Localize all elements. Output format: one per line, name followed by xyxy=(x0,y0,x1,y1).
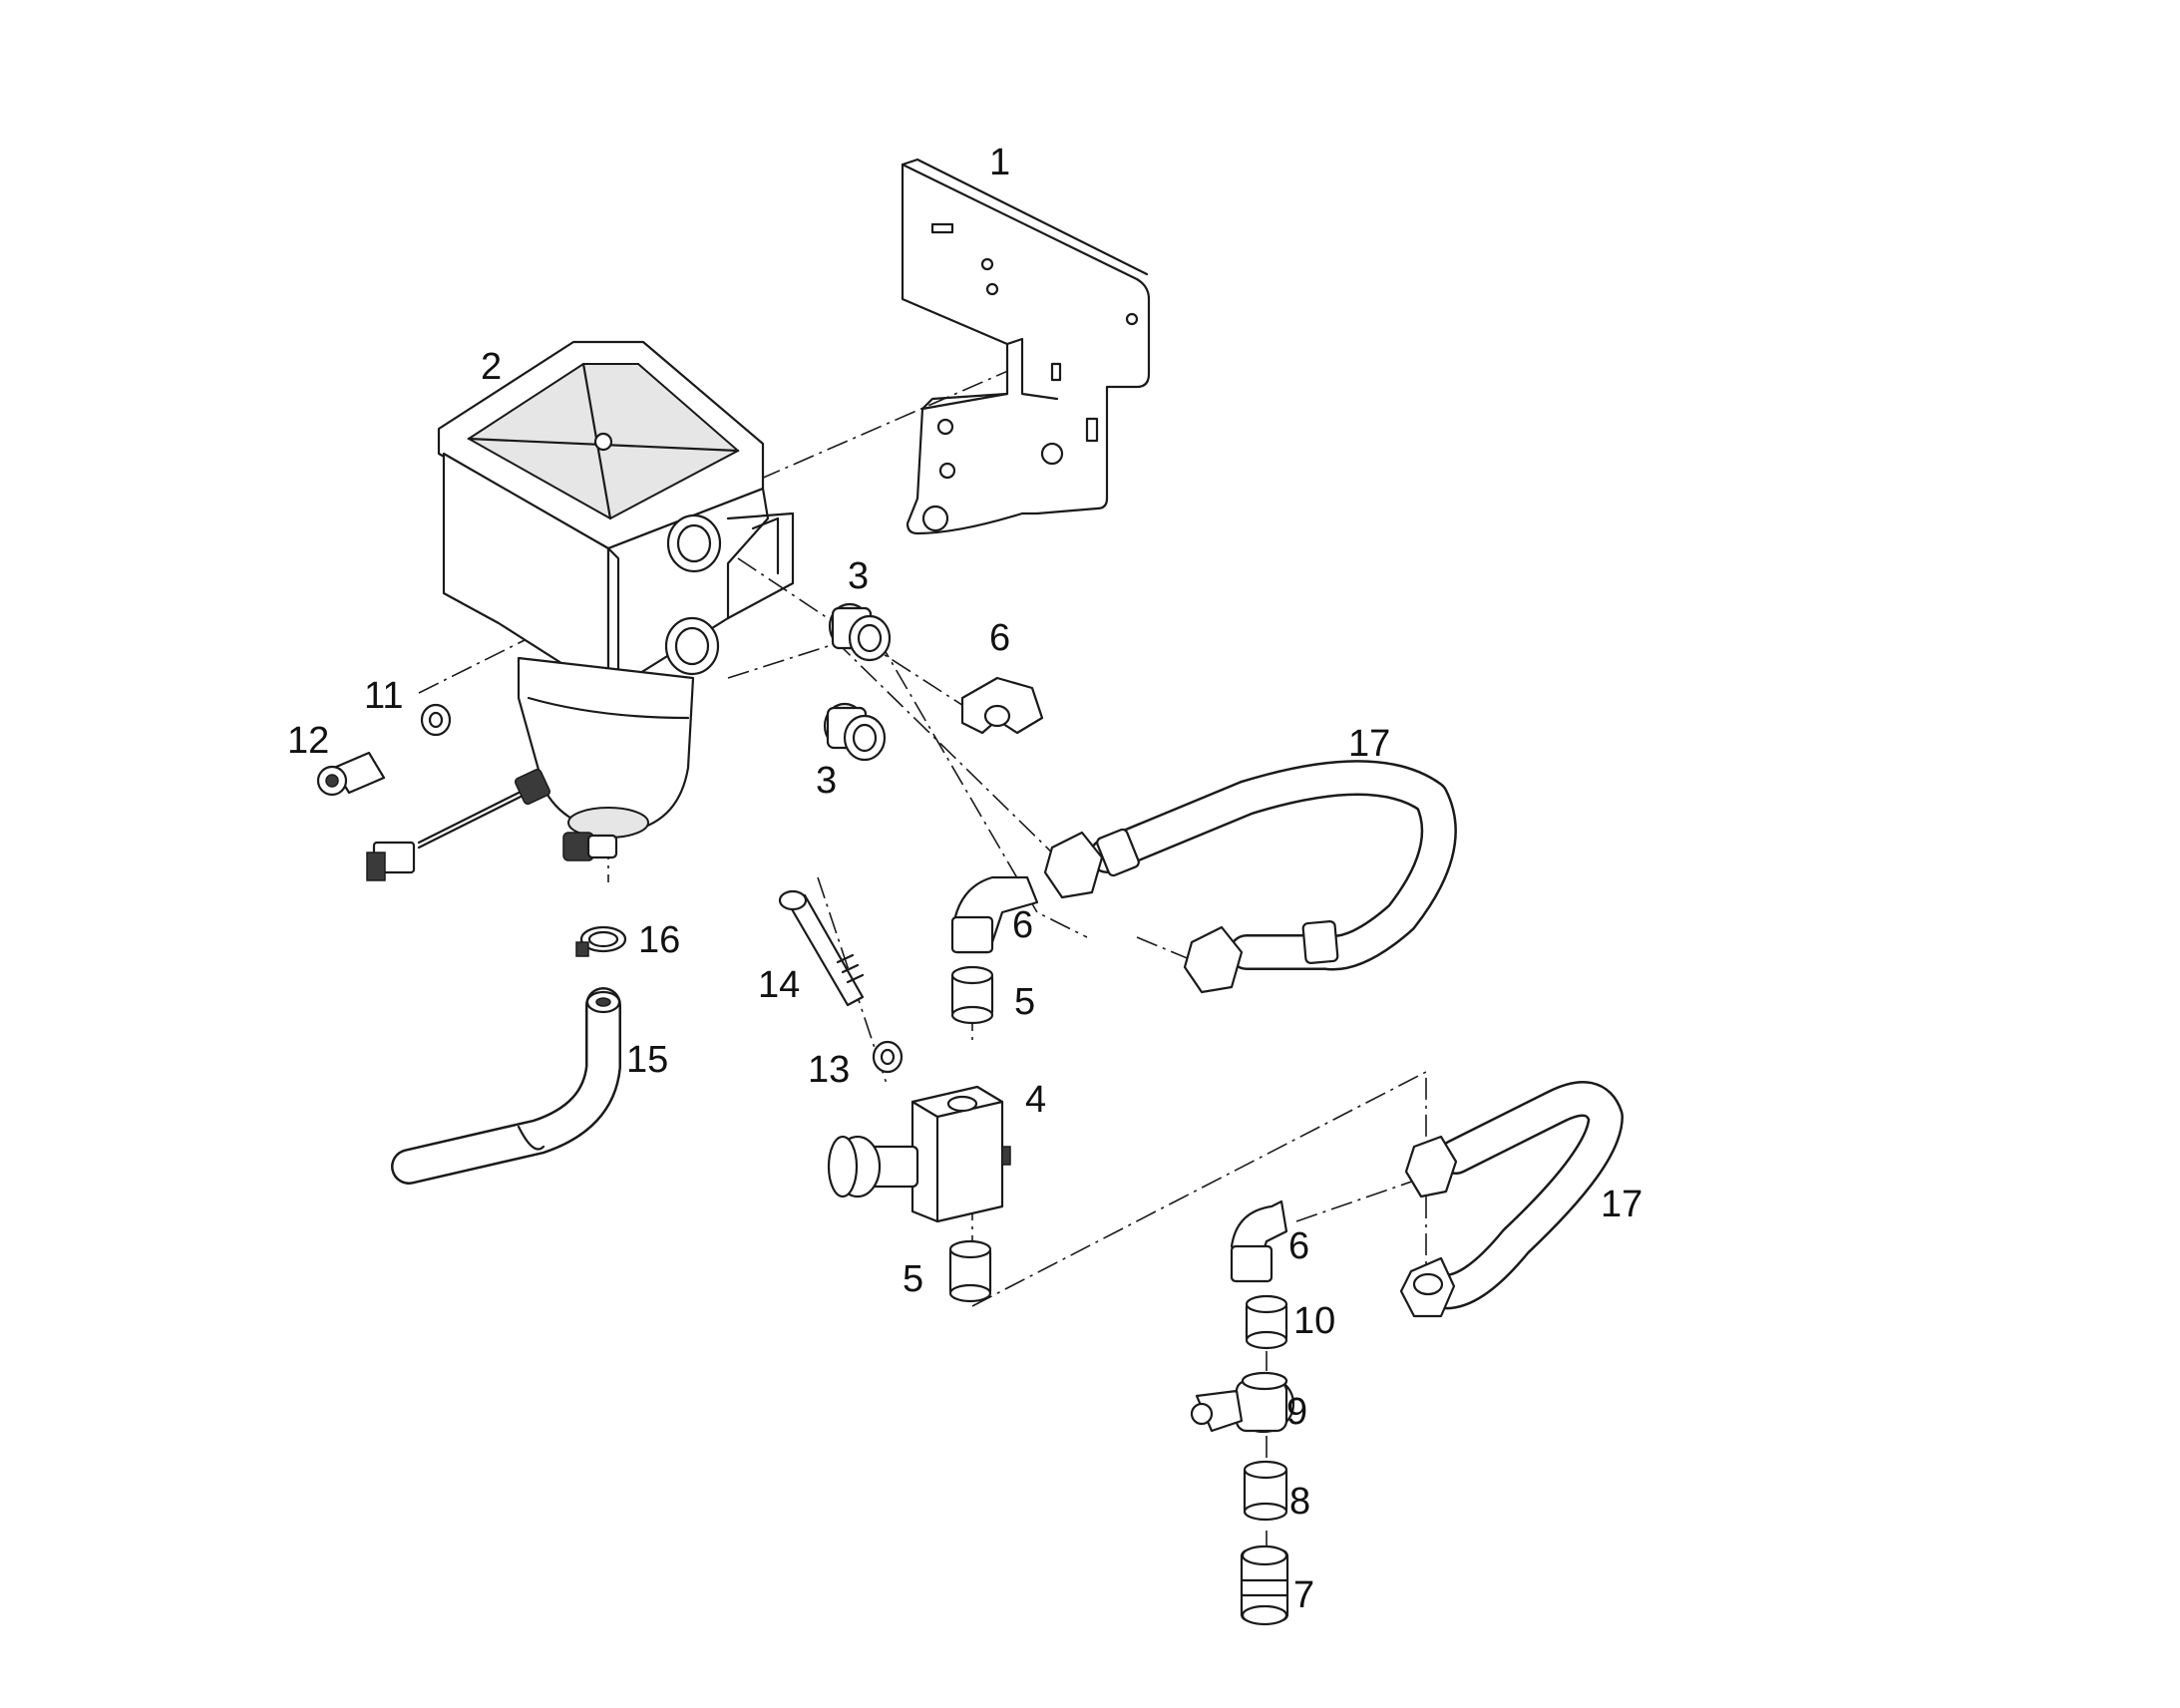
fitting-7 xyxy=(1240,1544,1289,1626)
callout-6-upper: 6 xyxy=(989,617,1010,659)
callout-7: 7 xyxy=(1293,1574,1314,1616)
callout-6-middle: 6 xyxy=(1012,904,1033,946)
callout-9: 9 xyxy=(1286,1391,1307,1433)
elbow-lower xyxy=(1230,1199,1288,1283)
callout-8: 8 xyxy=(1289,1481,1310,1523)
hose-clamp xyxy=(575,925,627,957)
screw xyxy=(316,751,386,797)
callouts: 1 2 3 3 4 5 5 6 6 6 7 8 9 10 11 12 13 14… xyxy=(287,142,1642,1616)
callout-2: 2 xyxy=(481,346,502,388)
nipple-upper xyxy=(950,965,994,1025)
washer-13 xyxy=(872,1040,904,1074)
callout-4: 4 xyxy=(1025,1079,1046,1121)
hose-upper xyxy=(1043,760,1457,994)
washer-11 xyxy=(420,703,452,737)
adapter-10 xyxy=(1245,1294,1288,1350)
callout-3-lower: 3 xyxy=(816,760,837,802)
callout-13: 13 xyxy=(808,1049,850,1091)
nipple-lower xyxy=(948,1239,992,1303)
hose-lower xyxy=(1399,1081,1624,1318)
callout-10: 10 xyxy=(1293,1300,1335,1342)
callout-17-lower: 17 xyxy=(1601,1184,1642,1225)
mounting-bracket xyxy=(901,158,1151,535)
bolt xyxy=(778,889,865,1007)
callout-17-upper: 17 xyxy=(1348,723,1390,765)
callout-5-upper: 5 xyxy=(1014,981,1035,1023)
elbow-middle xyxy=(950,875,1039,954)
fuel-filter-separator xyxy=(366,340,795,881)
adapter-upper xyxy=(828,602,892,662)
callout-12: 12 xyxy=(287,720,329,762)
ball-valve xyxy=(1190,1371,1295,1434)
callout-15: 15 xyxy=(626,1039,668,1081)
callout-16: 16 xyxy=(638,919,680,961)
callout-14: 14 xyxy=(758,964,800,1006)
nipple-8 xyxy=(1243,1460,1288,1522)
callout-3-upper: 3 xyxy=(848,555,869,597)
drain-hose xyxy=(391,987,621,1185)
callout-11: 11 xyxy=(364,675,403,717)
callout-6-lower: 6 xyxy=(1288,1225,1309,1267)
adapter-lower xyxy=(823,702,887,762)
callout-1: 1 xyxy=(989,142,1010,183)
callout-5-lower: 5 xyxy=(903,1258,923,1300)
valve-block xyxy=(827,1085,1011,1223)
elbow-upper xyxy=(960,676,1044,735)
